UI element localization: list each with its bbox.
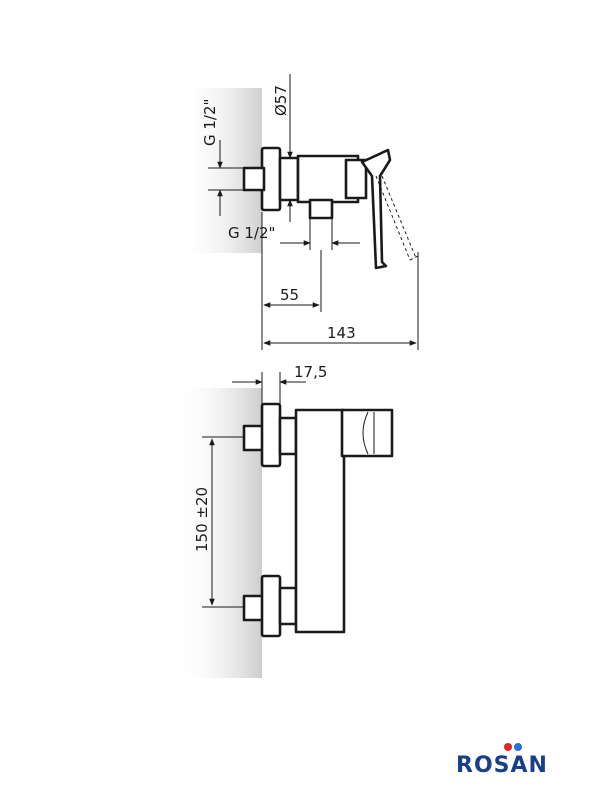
lever-handle-top (360, 148, 392, 270)
lever-head-curve (362, 411, 369, 455)
logo-text: ROSAN (456, 753, 548, 778)
wall-flange-lower (260, 574, 282, 638)
lever-head-front (340, 408, 394, 458)
mixer-body-front (294, 408, 346, 634)
dim-thread-vertical: G 1/2" (201, 99, 219, 146)
logo-dot-red (504, 743, 512, 751)
dim-depth: 17,5 (294, 363, 327, 381)
top-view: G 1/2" Ø57 G 1/2" 55 143 (178, 74, 419, 350)
wall-flange-upper (260, 402, 282, 468)
front-view: 17,5 150 ±20 (176, 363, 394, 678)
eccentric-nut-top (278, 156, 300, 202)
dim-offset: 55 (280, 286, 299, 304)
eccentric-nut-upper (278, 416, 298, 456)
dim-spacing: 150 ±20 (193, 487, 211, 552)
dim-overall-length: 143 (327, 324, 356, 342)
logo-dot-blue (514, 743, 522, 751)
outlet-connector-top (308, 198, 334, 220)
lever-swing-dashed (375, 175, 419, 261)
eccentric-nut-lower (278, 586, 298, 626)
lever-base-top (344, 158, 368, 200)
inlet-connector-top (242, 166, 266, 192)
dim-diameter: Ø57 (272, 85, 290, 116)
brand-logo: ROSAN (456, 743, 548, 778)
dim-thread-horizontal: G 1/2" (228, 224, 275, 242)
